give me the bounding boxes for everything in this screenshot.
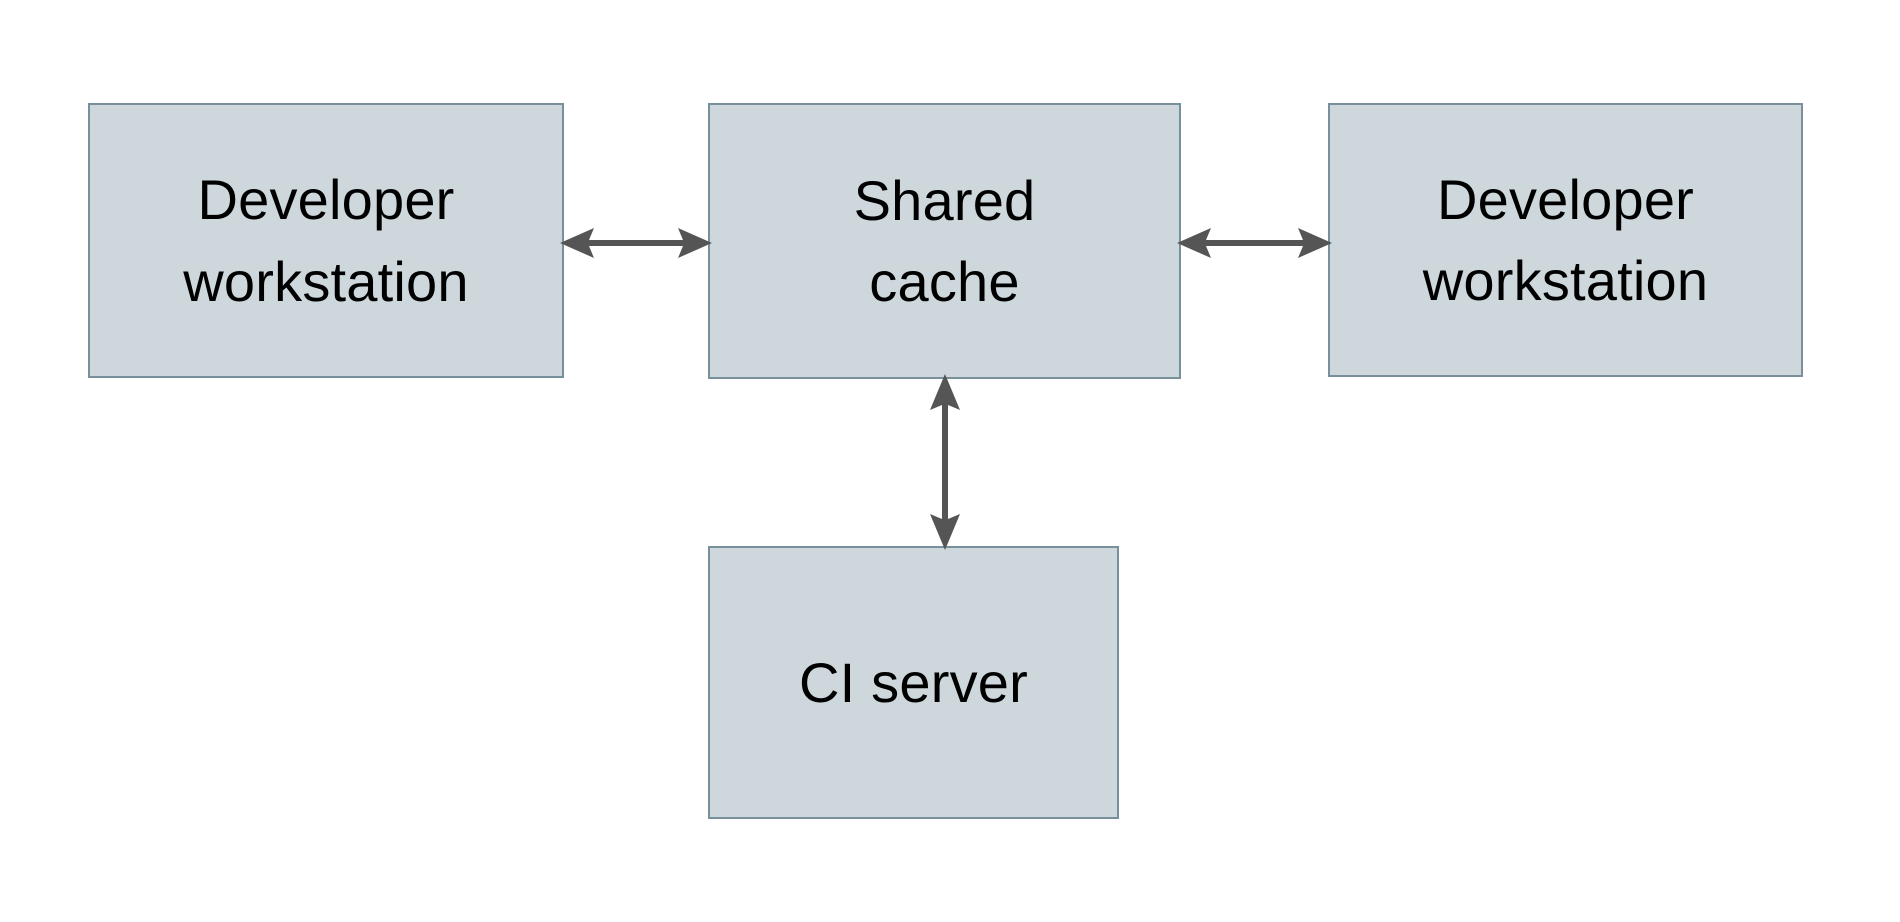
edge-shared-cache-to-ci-server[interactable] [924,374,966,550]
double-headed-arrow-icon [1177,228,1332,258]
double-headed-arrow-icon [930,374,960,550]
edge-developer-left-to-shared-cache[interactable] [560,222,712,264]
edge-shared-cache-to-developer-right[interactable] [1177,222,1332,264]
node-label: Developer workstation [1422,167,1709,312]
node-developer-workstation-left[interactable]: Developer workstation [88,103,564,378]
node-developer-workstation-right[interactable]: Developer workstation [1328,103,1803,377]
double-headed-arrow-icon [560,228,712,258]
node-shared-cache[interactable]: Shared cache [708,103,1181,379]
node-label: CI server [799,650,1028,714]
node-label: Developer workstation [183,168,469,313]
node-ci-server[interactable]: CI server [708,546,1119,819]
node-label: Shared cache [853,168,1036,313]
